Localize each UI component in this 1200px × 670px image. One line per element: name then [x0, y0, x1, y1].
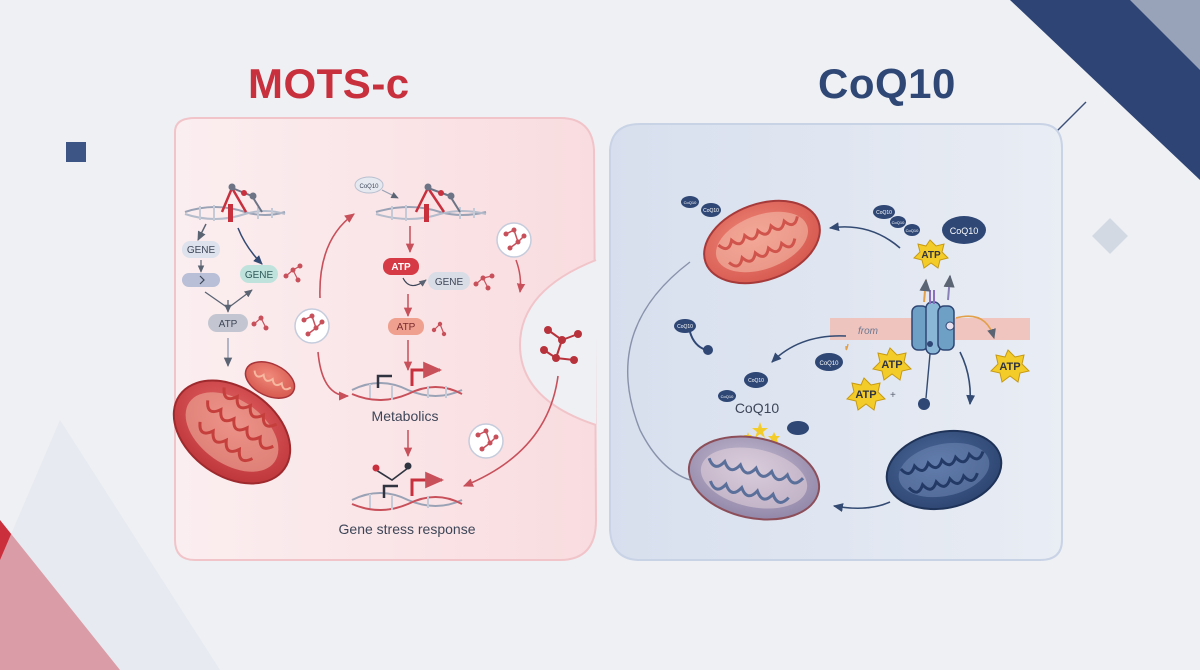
dna-strand-top-left: [184, 183, 286, 222]
coq-bubble-cluster-4: CoQ10 CoQ10 CoQ10: [718, 353, 843, 402]
gene-stress-label: Gene stress response: [339, 521, 476, 537]
arrow-molecule-to-gene-stress: [462, 375, 559, 487]
right-loop-arc: [627, 261, 691, 481]
coq-bubble-4-label: CoQ10: [892, 220, 905, 225]
deco-square: [66, 142, 86, 162]
coq-bubble-cluster-1: CoQ10 CoQ10: [681, 196, 721, 217]
coq-bubble-cluster-2: CoQ10 CoQ10 CoQ10: [873, 205, 920, 236]
arrow-dna-to-gene2: [237, 227, 263, 265]
atp-synthase-protein: [911, 290, 955, 355]
mitochondrion-coral: [703, 199, 821, 285]
atp-burst-2: ATP: [872, 347, 912, 381]
arrow-dna-to-gene1: [197, 223, 207, 241]
corner-navy-highlight: [1130, 0, 1200, 70]
molecule-large: [540, 326, 582, 364]
dna-strand-metabolics: [351, 361, 463, 401]
coq-tag-bubble: [354, 176, 384, 194]
arrow-protein-up-orange: [919, 278, 931, 303]
gene-pill-1: [182, 241, 220, 258]
dna-strand-top-center: [375, 183, 487, 222]
coq-bubble-5-label: CoQ10: [906, 228, 919, 233]
gene-pill-2: [240, 265, 278, 283]
coq-bubble-cluster-3: CoQ10: [674, 319, 713, 355]
arrow-badge2-down: [515, 259, 526, 294]
molecule-badge-2: [496, 222, 532, 258]
coq-bubble-3-label: CoQ10: [876, 210, 892, 216]
arrow-to-coq-cluster: [771, 335, 847, 363]
gene-label-3: GENE: [435, 277, 464, 288]
molecule-small-3: [473, 273, 495, 291]
corner-grey: [0, 420, 220, 670]
membrane-label: from: [858, 326, 878, 337]
coq-bubble-10: [787, 421, 809, 435]
coq-bubble-large: [942, 216, 986, 244]
molecule-small-2: [251, 315, 269, 331]
coq10-label: CoQ10: [735, 400, 780, 416]
arrow-to-navy-mito: [959, 351, 976, 406]
atp-pill-1: [208, 314, 248, 332]
atp-burst-4-label: ATP: [999, 361, 1020, 373]
molecule-small-1: [283, 263, 303, 283]
corner-navy: [1010, 0, 1200, 180]
panel-notch-edge: [518, 259, 597, 426]
atp-burst-4: ATP: [990, 349, 1030, 383]
deco-diamond: [1092, 218, 1128, 254]
coq10-title: CoQ10: [818, 60, 956, 107]
coq-bubble-8-label: CoQ10: [748, 378, 764, 384]
arrow-atp2-to-gene3: [402, 277, 427, 287]
coq-bubble-1-label: CoQ10: [684, 200, 697, 205]
mots-c-title: MOTS-c: [248, 60, 410, 107]
arrow-protein-right: [955, 315, 996, 340]
atp-label-2: ATP: [391, 262, 411, 273]
arrow-loop-up: [319, 213, 355, 299]
gene-label-1: GENE: [187, 245, 216, 256]
metabolics-label: Metabolics: [372, 408, 439, 424]
arrow-protein-up: [943, 274, 955, 301]
pill-glyph: [199, 275, 205, 285]
coq-bubble-large-label: CoQ10: [950, 226, 979, 236]
molecule-badge-1: [294, 308, 330, 344]
coq-tag-label: CoQ10: [359, 184, 379, 190]
gene-pill-1b: [182, 273, 220, 287]
atp-pill-2: [383, 258, 419, 275]
coq-bubble-9-label: CoQ10: [721, 394, 734, 399]
panel-notch: [520, 260, 596, 425]
gene-label-2: GENE: [245, 270, 274, 281]
arrow-loop-down: [317, 351, 350, 401]
coq10-panel: [609, 123, 1063, 561]
arrow-navy-to-lavender: [832, 501, 891, 512]
coq-bubble-2-label: CoQ10: [703, 208, 719, 214]
protein-stalk-end: [918, 398, 930, 410]
molecule-small-4: [431, 321, 447, 337]
gene-pill-3: [428, 272, 470, 290]
arrow-coq-to-dna: [381, 189, 399, 199]
atp-burst-1: ATP: [913, 239, 949, 269]
mitochondrion-lavender: [687, 435, 821, 521]
atp-label-1: ATP: [219, 319, 238, 330]
mitochondrion-navy: [885, 429, 1003, 511]
atp-burst-2-label: ATP: [881, 359, 902, 371]
arrow-to-coral-mito: [828, 222, 901, 249]
protein-stalk: [925, 353, 931, 399]
atp-burst-3: ATP: [846, 377, 886, 411]
plus-sign: +: [890, 390, 896, 401]
dna-strand-gene-stress: [351, 462, 463, 511]
atp-burst-1-label: ATP: [921, 250, 941, 261]
mitochondrion-large-red: [172, 379, 292, 485]
mitochondrion-small-red: [244, 361, 296, 399]
atp-burst-3-label: ATP: [855, 389, 876, 401]
atp-label-3: ATP: [397, 322, 416, 333]
molecule-badge-3: [468, 423, 504, 459]
orange-tick: [845, 343, 849, 351]
coq-bubble-7-label: CoQ10: [819, 361, 839, 367]
coq-bubble-6-label: CoQ10: [677, 324, 693, 330]
atp-pill-3: [388, 318, 424, 335]
